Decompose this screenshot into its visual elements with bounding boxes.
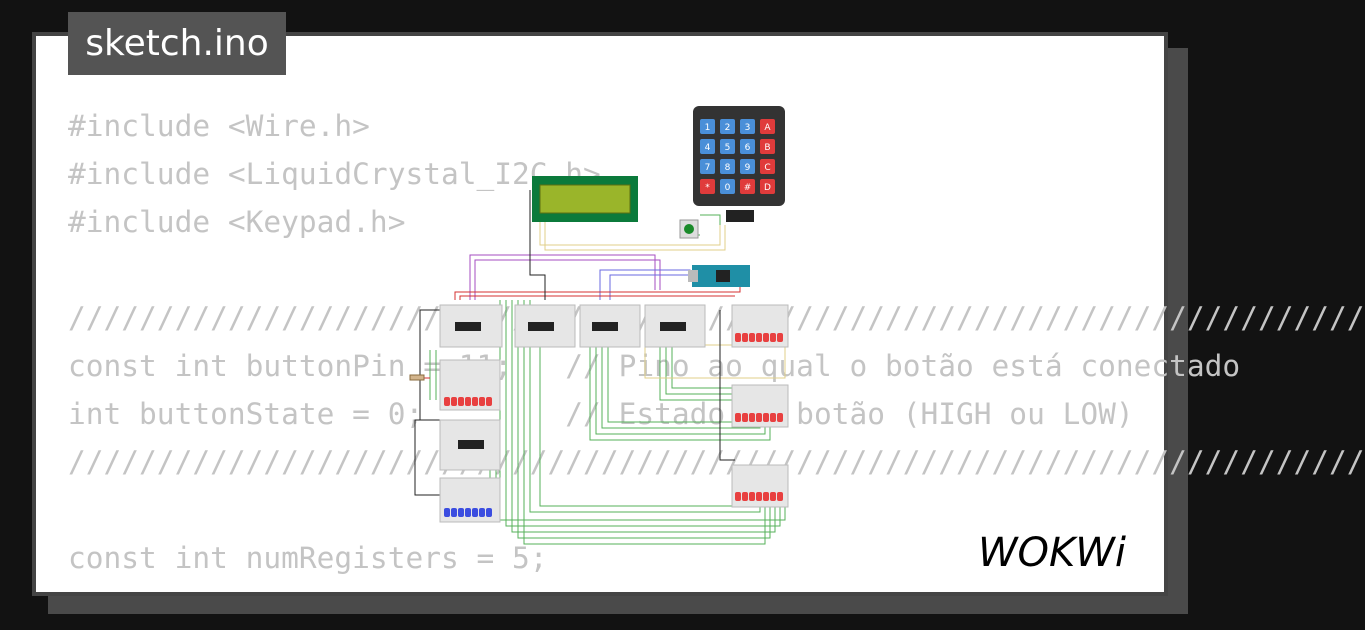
arduino-nano	[688, 265, 750, 287]
keypad-key	[740, 119, 755, 134]
keypad-key-label: 9	[745, 163, 751, 173]
keypad-key-label: B	[764, 143, 770, 153]
shift-register-chips	[455, 322, 686, 449]
circuit-diagram: 1 2 3 A 4 5 6 B 7 8 9 C * 0 # D	[409, 106, 789, 545]
keypad-key-label: 0	[725, 183, 731, 193]
keypad-key-label: A	[764, 123, 771, 133]
keypad-key-label: 3	[745, 123, 751, 133]
keypad-key	[720, 119, 735, 134]
led-rows	[444, 333, 783, 517]
keypad-key-label: 7	[705, 163, 711, 173]
keypad-key	[760, 139, 775, 154]
code-background: #include <Wire.h> #include <LiquidCrystal…	[68, 102, 1365, 582]
keypad-key-label: 8	[725, 163, 731, 173]
code-line: #include <LiquidCrystal_I2C.h>	[68, 157, 601, 191]
keypad-key	[700, 139, 715, 154]
wokwi-logo: WOKWi	[978, 530, 1126, 576]
keypad-key-label: C	[764, 163, 770, 173]
code-line: #include <Keypad.h>	[68, 205, 406, 239]
keypad-key	[700, 179, 715, 194]
keypad-key	[760, 179, 775, 194]
keypad-key	[700, 119, 715, 134]
wokwi-logo-text: WOKWi	[978, 530, 1126, 576]
code-line: const int numRegisters = 5;	[68, 541, 548, 575]
keypad-key-label: 5	[725, 143, 731, 153]
push-button	[679, 219, 699, 239]
keypad-key-label: 6	[745, 143, 751, 153]
resistor	[409, 374, 425, 381]
keypad-key-label: #	[744, 183, 752, 193]
code-line: #include <Wire.h>	[68, 109, 370, 143]
keypad-key-label: D	[764, 183, 771, 193]
file-tab[interactable]: sketch.ino	[68, 12, 286, 75]
keypad: 1 2 3 A 4 5 6 B 7 8 9 C * 0 # D	[693, 106, 785, 222]
keypad-key	[740, 159, 755, 174]
keypad-key	[720, 179, 735, 194]
file-tab-label: sketch.ino	[85, 23, 269, 64]
lcd-display	[532, 176, 638, 222]
keypad-key	[760, 119, 775, 134]
keypad-keys: 1 2 3 A 4 5 6 B 7 8 9 C * 0 # D	[700, 119, 775, 194]
keypad-key	[740, 179, 755, 194]
keypad-key	[740, 139, 755, 154]
keypad-key	[760, 159, 775, 174]
keypad-key	[720, 139, 735, 154]
code-line: ////////////////////////////////////////…	[68, 445, 1365, 479]
keypad-key-label: 1	[705, 123, 711, 133]
code-line: const int buttonPin = 11; // Pino ao qua…	[68, 349, 1241, 383]
keypad-key	[700, 159, 715, 174]
code-line: ////////////////////////////////////////…	[68, 301, 1365, 335]
keypad-key	[720, 159, 735, 174]
keypad-key-label: 2	[725, 123, 731, 133]
keypad-key-label: *	[705, 183, 710, 193]
keypad-key-label: 4	[705, 143, 711, 153]
